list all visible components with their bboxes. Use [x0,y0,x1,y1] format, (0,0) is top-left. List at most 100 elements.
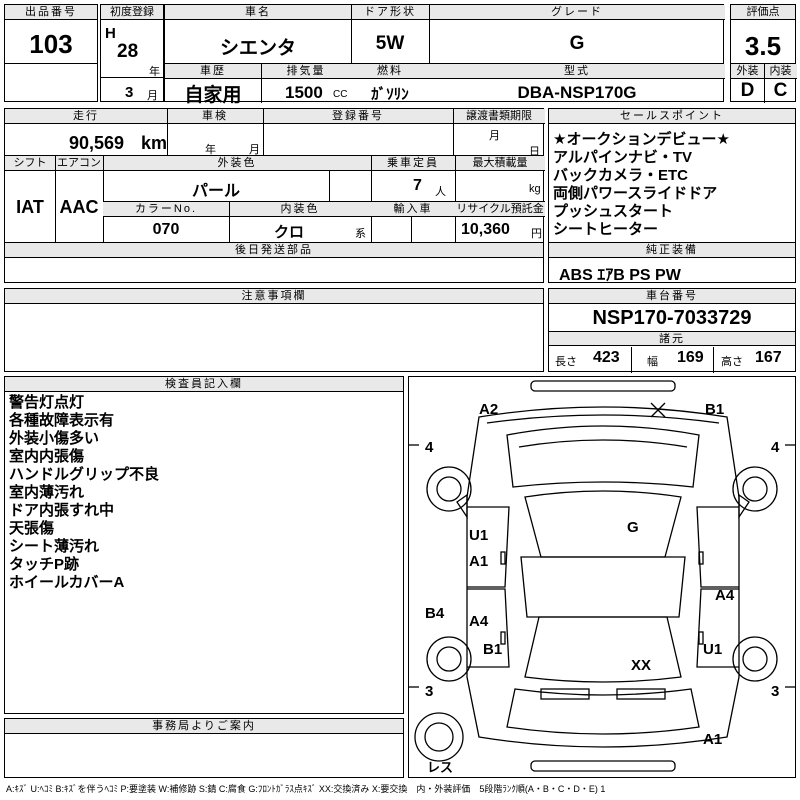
inspection-label: 車検 [167,109,263,124]
km-unit: km [141,133,168,153]
door-label: ドア形状 [351,5,429,20]
car-name-label: 車名 [165,5,351,20]
first-reg-label: 初度登録 [101,5,163,20]
inspector-item: シート薄汚れ [9,538,100,555]
inspector-item: 各種故障表示有 [9,412,115,429]
score-box: 評価点 3.5 外装 内装 D C [730,4,797,103]
legend-footer: A:ｷｽﾞ U:ﾍｺﾐ B:ｷｽﾞを伴うﾍｺﾐ P:要塗装 W:補修跡 S:錆 … [6,784,606,794]
inspector-item: 天張傷 [9,520,55,537]
displacement-label: 排気量 [261,64,351,79]
notes-label: 注意事項欄 [5,289,543,304]
model: DBA-NSP170G [517,83,637,102]
month-unit: 月 [147,90,158,102]
grade: G [569,33,585,54]
tire-rear-right: 3 [771,683,780,700]
sales-item: プッシュスタート [553,203,674,220]
office-label: 事務局よりご案内 [5,719,403,734]
transfer-label: 譲渡書類期限 [453,109,545,124]
year-unit: 年 [149,66,160,78]
intcolor-label: 内装色 [229,202,371,217]
chassis-number: NSP170-7033729 [592,307,752,329]
sales-item: バックカメラ・ETC [553,167,689,184]
score-label: 評価点 [731,5,795,20]
damage-b4: B4 [425,605,445,622]
regno-label: 登録番号 [263,109,453,124]
sales-item: ★オークションデビュー★ [553,131,730,148]
first-reg-box: 初度登録 H 28 年 3 月 [100,4,164,102]
inspector-item: ハンドルグリップ不良 [9,466,160,483]
damage-a2: A2 [479,401,499,418]
recycle-unit: 円 [531,228,542,240]
damage-g: G [627,519,639,536]
inspector-item: 警告灯点灯 [9,394,85,411]
damage-a4-left: A4 [469,613,489,630]
length: 423 [593,349,620,366]
damage-u1-right: U1 [703,641,723,658]
cc-unit: CC [333,89,348,100]
reg-month: 3 [125,84,134,101]
aircon: AAC [59,197,99,217]
int-label: 内装 [764,64,797,79]
history-label: 車歴 [165,64,261,79]
inspector-item: 室内内張傷 [9,448,85,465]
car-diagram [409,380,795,772]
inspector-item: 室内薄汚れ [9,484,85,501]
sales-item: アルパインナビ・TV [553,149,693,166]
exterior-color: パール [191,183,240,200]
mileage-label: 走行 [5,109,167,124]
fuel-label: 燃料 [351,64,429,79]
dims-label: 諸元 [549,331,795,346]
damage-a1-bottom: A1 [703,731,723,748]
mileage: 90,569 [69,133,125,153]
spare-tire: レス [427,760,454,775]
door-type: 5W [375,33,405,54]
inspector-label: 検査員記入欄 [5,377,403,392]
tire-rear-left: 3 [425,683,434,700]
inspector-item: 外装小傷多い [9,430,100,447]
color-label: 外装色 [103,156,371,171]
inspector-item: ドア内張すれ中 [9,502,115,519]
score-value: 3.5 [744,31,782,61]
load-label: 最大積載量 [455,156,545,171]
lot-number: 103 [29,29,73,59]
car-history: 自家用 [184,85,242,106]
later-parts-label: 後日発送部品 [5,243,543,258]
intcolor-unit: 系 [355,228,366,240]
seats-unit: 人 [435,186,446,198]
tire-front-right: 4 [771,439,780,456]
ext-label: 外装 [731,64,764,79]
equip-label: 純正装備 [549,243,795,258]
displacement: 1500 [285,83,323,102]
reg-year: 28 [117,41,139,62]
lot-label: 出品番号 [5,5,97,20]
damage-b1-top: B1 [705,401,725,418]
car-box: 車名 ドア形状 グレード シエンタ 5W G 車歴 排気量 燃料 型式 自家用 … [164,4,725,106]
tr-month-unit: 月 [489,130,500,142]
chassis-label: 車台番号 [549,289,795,304]
recycle-label: リサイクル預託金 [455,202,545,217]
inspector-box: 検査員記入欄 警告灯点灯 各種故障表示有 外装小傷多い 室内内張傷 ハンドルグリ… [4,376,404,714]
damage-a1-left: A1 [469,553,489,570]
shift-label: シフト [5,156,55,171]
sales-item: 両側パワースライドドア [553,185,718,202]
model-label: 型式 [429,64,725,79]
height-label: 高さ [721,356,743,368]
int-grade: C [773,80,788,101]
notes-box: 注意事項欄 [4,288,544,372]
damage-u1-left: U1 [469,527,489,544]
grade-label: グレード [429,5,725,20]
car-name: シエンタ [219,38,296,59]
load-unit: kg [529,183,541,195]
height: 167 [755,349,782,366]
inspector-item: ホイールカバーA [9,574,125,591]
damage-b1-left: B1 [483,641,503,658]
lot-box: 出品番号 103 [4,4,98,102]
chassis-box: 車台番号 NSP170-7033729 諸元 長さ 423 幅 169 高さ 1… [548,288,796,373]
color-number: 070 [152,221,180,238]
office-box: 事務局よりご案内 [4,718,404,778]
seats-label: 乗車定員 [371,156,455,171]
ins-month-unit: 月 [249,144,260,156]
sales-label: セールスポイント [549,109,795,124]
colorno-label: カラーNo. [103,202,229,217]
fuel: ｶﾞｿﾘﾝ [371,86,409,103]
